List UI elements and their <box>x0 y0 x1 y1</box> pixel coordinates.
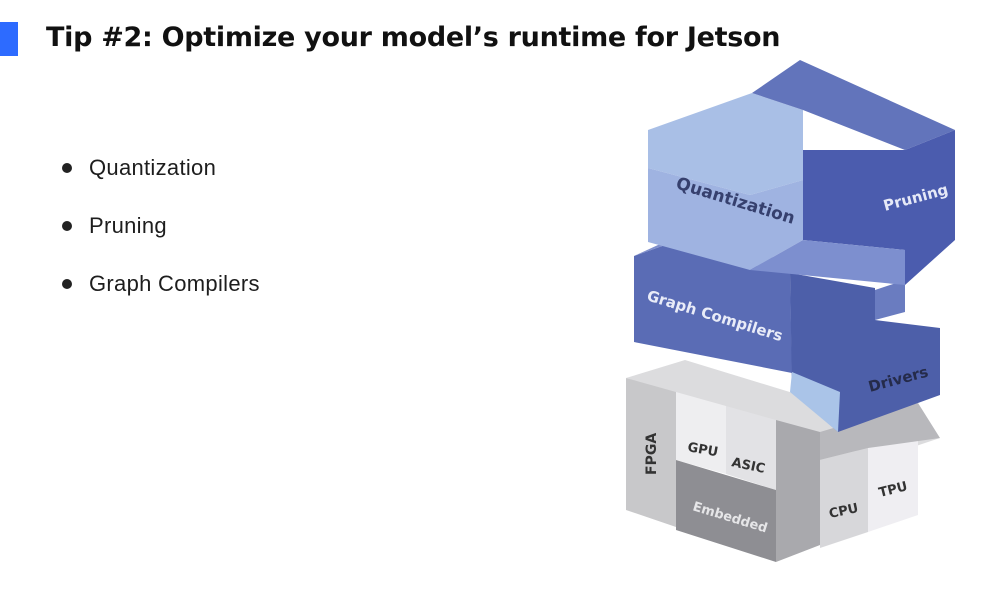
bullet-text-graph-compilers: Graph Compilers <box>89 271 260 296</box>
cpu-block <box>820 448 868 548</box>
model-layer <box>648 60 955 285</box>
bullet-dot-icon <box>62 279 72 289</box>
pruning-front <box>803 130 955 285</box>
slide-title: Tip #2: Optimize your model’s runtime fo… <box>46 22 781 53</box>
quantization-front <box>648 168 803 270</box>
pruning-under-face <box>750 240 905 285</box>
graph-compilers-front <box>634 238 792 373</box>
drivers-light-face <box>790 372 840 432</box>
title-accent-bar <box>0 22 18 56</box>
quantization-top <box>648 93 803 195</box>
hardware-right-side <box>776 420 820 562</box>
bullet-text-pruning: Pruning <box>89 213 167 238</box>
fpga-block <box>626 378 676 527</box>
bullet-list: Quantization Pruning Graph Compilers <box>62 139 260 313</box>
list-item: Pruning <box>62 197 260 255</box>
diagram-label-tpu: TPU <box>877 479 909 501</box>
bullet-dot-icon <box>62 163 72 173</box>
tpu-block <box>868 433 918 532</box>
drivers-top <box>875 280 905 320</box>
diagram-label-gpu: GPU <box>686 440 719 460</box>
pruning-top <box>752 60 955 150</box>
diagram-label-cpu: CPU <box>828 501 860 522</box>
asic-block <box>726 406 776 490</box>
diagram-label-asic: ASIC <box>730 455 766 477</box>
hardware-back-face <box>820 403 940 460</box>
list-item: Quantization <box>62 139 260 197</box>
bullet-dot-icon <box>62 221 72 231</box>
hardware-layer <box>626 360 940 562</box>
bullet-text-quantization: Quantization <box>89 155 217 180</box>
diagram-label-fpga: FPGA <box>644 433 660 475</box>
list-item: Graph Compilers <box>62 255 260 313</box>
gpu-block <box>676 392 726 474</box>
embedded-block <box>676 460 776 562</box>
